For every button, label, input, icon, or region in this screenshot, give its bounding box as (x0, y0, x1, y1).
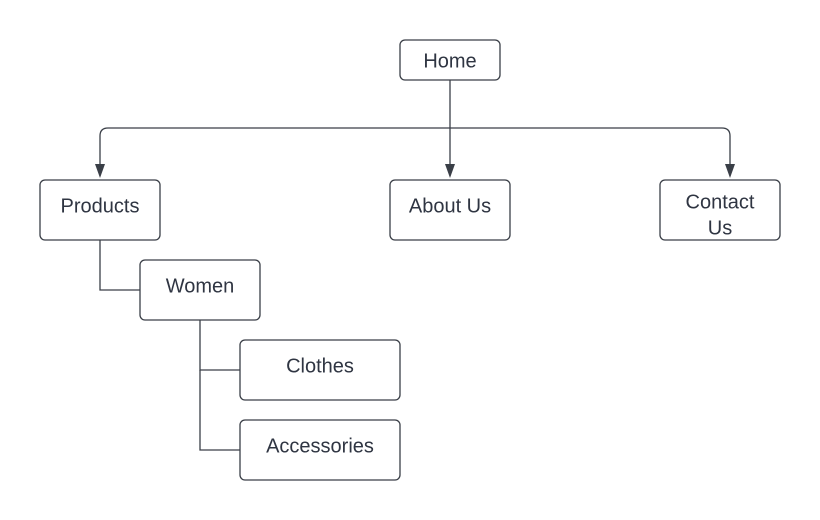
node-about-us[interactable]: About Us (389, 179, 511, 241)
node-accessories-box (239, 419, 401, 481)
node-home-label: Home (423, 50, 476, 72)
node-products[interactable]: Products (39, 179, 161, 241)
node-contact-us-label-line1: Contact (686, 191, 755, 213)
node-about-us-label: About Us (409, 195, 491, 217)
arrowhead-about (445, 164, 455, 178)
node-clothes[interactable]: Clothes (239, 339, 401, 401)
node-accessories-label: Accessories (266, 435, 374, 457)
node-women-box (139, 259, 261, 321)
node-accessories[interactable]: Accessories (239, 419, 401, 481)
edge-home-to-products (99, 127, 450, 168)
edge-women-to-clothes (199, 320, 240, 371)
arrowhead-contact (725, 164, 735, 178)
connectors (99, 80, 731, 451)
arrowheads (95, 164, 735, 178)
node-clothes-box (239, 339, 401, 401)
node-products-box (39, 179, 161, 241)
node-about-us-box (389, 179, 511, 241)
arrowhead-products (95, 164, 105, 178)
node-contact-us-box (659, 179, 781, 241)
node-home-box (399, 39, 501, 81)
node-contact-us[interactable]: Contact Us (659, 179, 781, 241)
edge-women-to-accessories (199, 370, 240, 451)
node-clothes-label: Clothes (286, 355, 354, 377)
node-contact-us-label-line2: Us (708, 217, 732, 239)
node-home[interactable]: Home (399, 39, 501, 81)
node-women-label: Women (166, 275, 235, 297)
edge-home-to-contact (450, 127, 731, 168)
node-women[interactable]: Women (139, 259, 261, 321)
edge-products-to-women (99, 240, 140, 291)
node-products-label: Products (61, 195, 140, 217)
